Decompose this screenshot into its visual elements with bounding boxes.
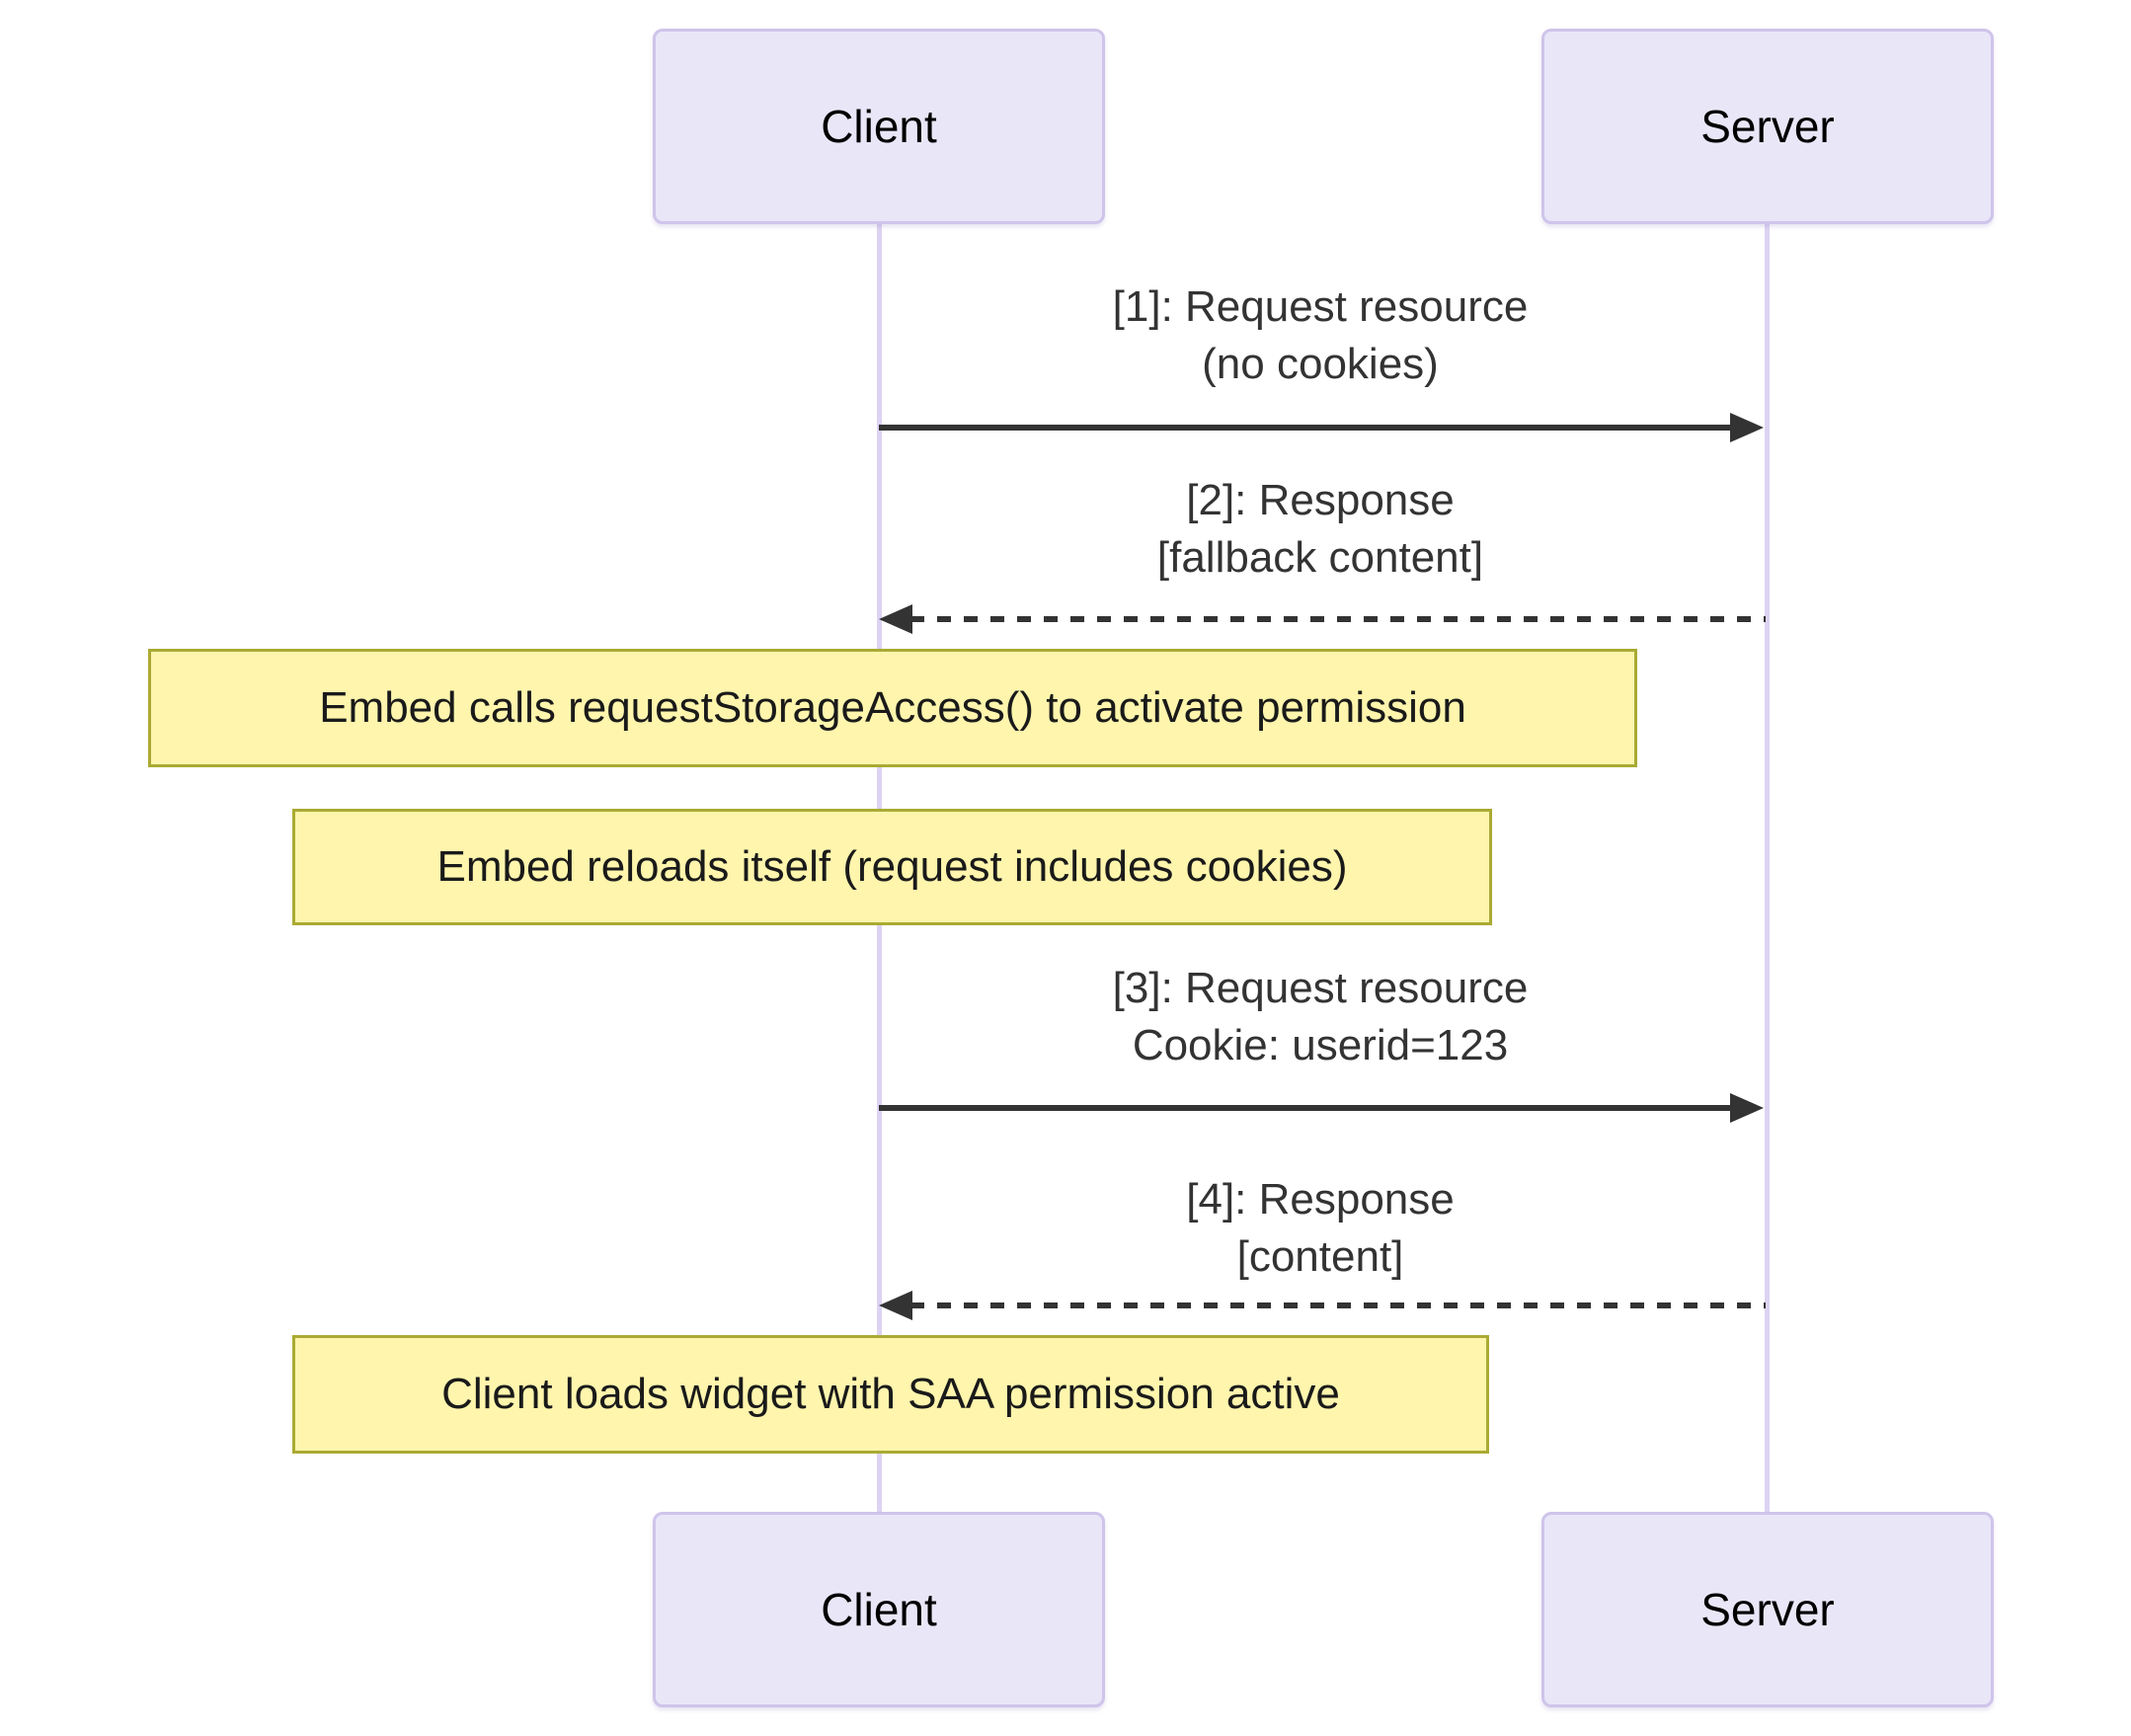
message-2-line1: [2]: Response xyxy=(1186,476,1455,524)
actor-client-bottom: Client xyxy=(653,1512,1105,1707)
actor-client-top-label: Client xyxy=(821,101,937,152)
message-4-arrowhead-icon xyxy=(879,1291,912,1320)
message-2-label: [2]: Response [fallback content] xyxy=(827,472,1814,587)
actor-client-top: Client xyxy=(653,29,1105,224)
message-3-arrow-line xyxy=(879,1105,1732,1111)
note-embed-reloads: Embed reloads itself (request includes c… xyxy=(292,809,1492,925)
message-1-line1: [1]: Request resource xyxy=(1112,282,1529,331)
message-4-label: [4]: Response [content] xyxy=(827,1171,1814,1286)
message-1-arrowhead-icon xyxy=(1730,413,1764,442)
actor-server-top-label: Server xyxy=(1700,101,1835,152)
note-embed-reloads-text: Embed reloads itself (request includes c… xyxy=(436,842,1348,891)
message-1-arrow-line xyxy=(879,425,1732,431)
note-widget-loaded: Client loads widget with SAA permission … xyxy=(292,1335,1489,1454)
actor-client-bottom-label: Client xyxy=(821,1584,937,1635)
actor-server-bottom-label: Server xyxy=(1700,1584,1835,1635)
note-storage-access: Embed calls requestStorageAccess() to ac… xyxy=(148,649,1637,767)
note-widget-loaded-text: Client loads widget with SAA permission … xyxy=(441,1370,1340,1418)
message-1-line2: (no cookies) xyxy=(1202,340,1439,388)
message-3-label: [3]: Request resource Cookie: userid=123 xyxy=(827,960,1814,1074)
message-4-line2: [content] xyxy=(1236,1232,1404,1281)
message-2-line2: [fallback content] xyxy=(1156,533,1484,582)
message-2-arrow-line xyxy=(910,616,1766,622)
note-storage-access-text: Embed calls requestStorageAccess() to ac… xyxy=(319,683,1466,732)
message-2-arrowhead-icon xyxy=(879,604,912,634)
message-3-line2: Cookie: userid=123 xyxy=(1132,1021,1509,1069)
message-3-arrowhead-icon xyxy=(1730,1093,1764,1123)
server-lifeline xyxy=(1765,224,1770,1512)
message-1-label: [1]: Request resource (no cookies) xyxy=(827,278,1814,393)
message-4-arrow-line xyxy=(910,1302,1766,1308)
message-3-line1: [3]: Request resource xyxy=(1112,964,1529,1012)
actor-server-bottom: Server xyxy=(1541,1512,1994,1707)
actor-server-top: Server xyxy=(1541,29,1994,224)
message-4-line1: [4]: Response xyxy=(1186,1175,1455,1223)
